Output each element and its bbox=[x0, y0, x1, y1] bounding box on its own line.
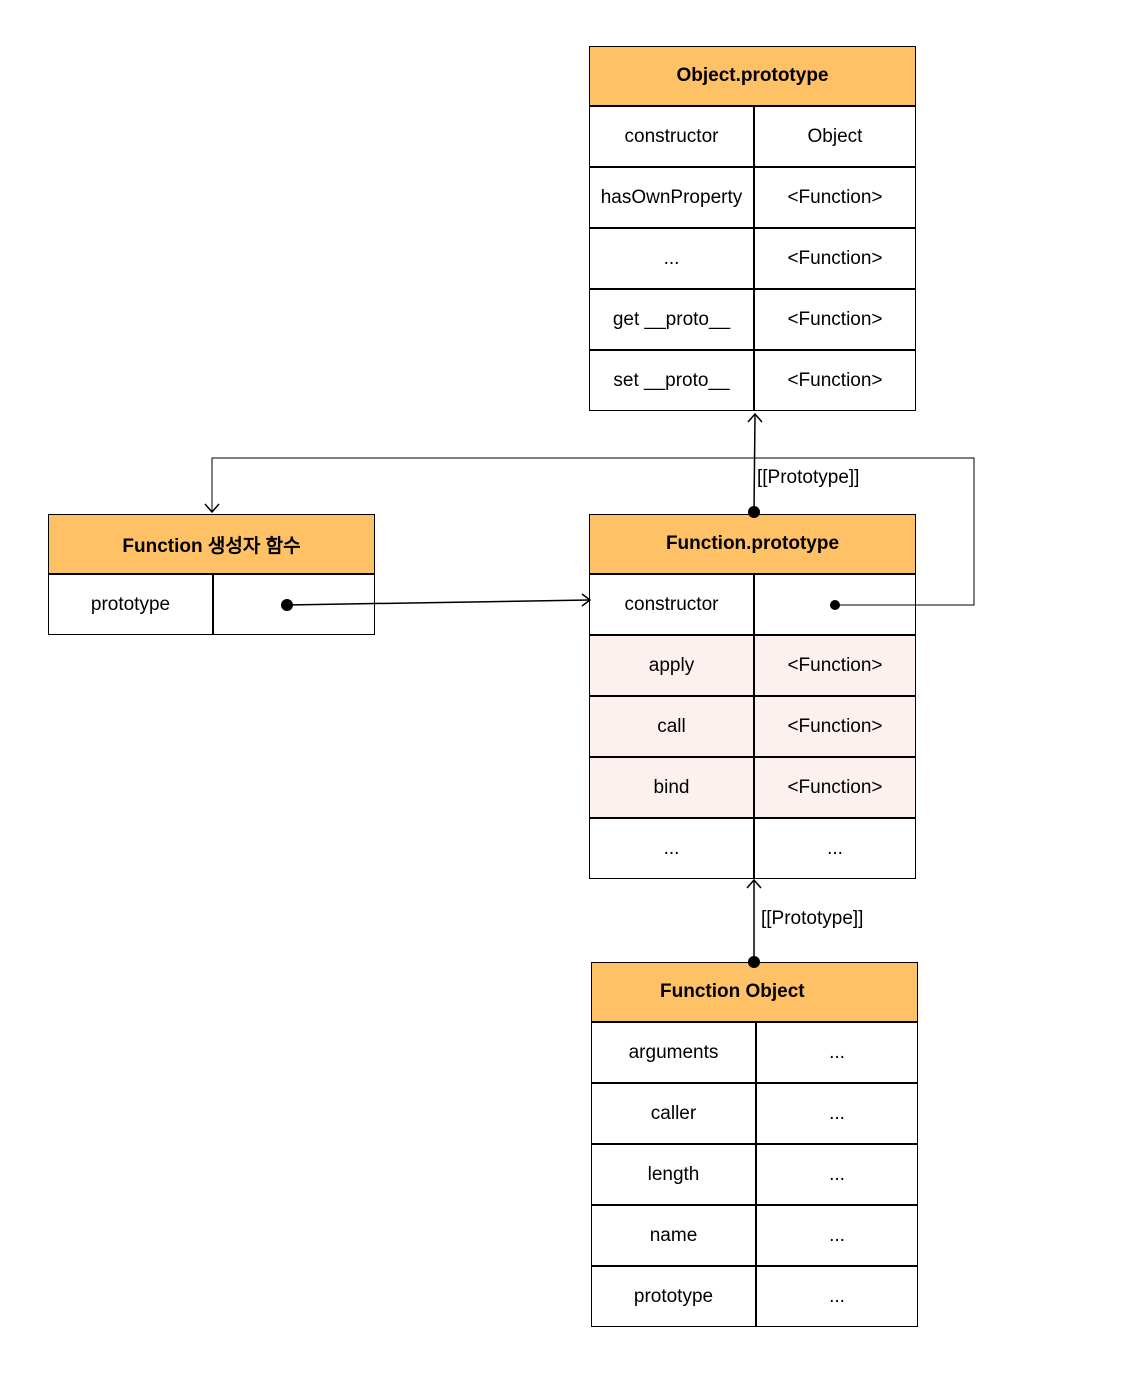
value-cell: <Function> bbox=[754, 228, 916, 289]
key-cell: set __proto__ bbox=[589, 350, 754, 411]
key-cell: apply bbox=[589, 635, 754, 696]
arrowhead-down bbox=[204, 503, 220, 514]
prototype-link-line bbox=[286, 599, 590, 606]
link-dot bbox=[748, 506, 760, 518]
value-cell: <Function> bbox=[754, 696, 916, 757]
key-cell: prototype bbox=[48, 574, 213, 635]
link-dot bbox=[748, 956, 760, 968]
table-header: Function 생성자 함수 bbox=[48, 514, 375, 574]
value-cell: <Function> bbox=[754, 289, 916, 350]
object-prototype-table: Object.prototype constructor Object hasO… bbox=[589, 46, 916, 411]
key-cell: name bbox=[591, 1205, 756, 1266]
value-cell: ... bbox=[756, 1144, 918, 1205]
function-constructor-table: Function 생성자 함수 prototype bbox=[48, 514, 375, 635]
key-cell: constructor bbox=[589, 574, 754, 635]
value-cell: ... bbox=[754, 818, 916, 879]
table-row: constructor bbox=[589, 574, 916, 635]
table-row: constructor Object bbox=[589, 106, 916, 167]
value-cell: <Function> bbox=[754, 350, 916, 411]
table-row: get __proto__ <Function> bbox=[589, 289, 916, 350]
table-header: Function.prototype bbox=[589, 514, 916, 574]
key-cell: bind bbox=[589, 757, 754, 818]
proto-link-1-line bbox=[753, 414, 756, 513]
key-cell: ... bbox=[589, 818, 754, 879]
table-row: call <Function> bbox=[589, 696, 916, 757]
table-row: prototype ... bbox=[591, 1266, 918, 1327]
table-row: caller ... bbox=[591, 1083, 918, 1144]
arrowhead-up bbox=[747, 412, 763, 423]
link-dot bbox=[830, 600, 840, 610]
proto-link-label: [[Prototype]] bbox=[757, 467, 860, 488]
table-row: name ... bbox=[591, 1205, 918, 1266]
link-dot bbox=[281, 599, 293, 611]
key-cell: caller bbox=[591, 1083, 756, 1144]
function-object-table: Function Object arguments ... caller ...… bbox=[591, 962, 918, 1327]
table-row: set __proto__ <Function> bbox=[589, 350, 916, 411]
key-cell: arguments bbox=[591, 1022, 756, 1083]
key-cell: call bbox=[589, 696, 754, 757]
value-cell: <Function> bbox=[754, 757, 916, 818]
arrowhead-up bbox=[746, 878, 762, 889]
table-row: hasOwnProperty <Function> bbox=[589, 167, 916, 228]
key-cell: hasOwnProperty bbox=[589, 167, 754, 228]
table-row: prototype bbox=[48, 574, 375, 635]
table-row: apply <Function> bbox=[589, 635, 916, 696]
table-row: ... ... bbox=[589, 818, 916, 879]
key-cell: prototype bbox=[591, 1266, 756, 1327]
value-cell: <Function> bbox=[754, 167, 916, 228]
key-cell: length bbox=[591, 1144, 756, 1205]
proto-link-label: [[Prototype]] bbox=[761, 908, 864, 929]
key-cell: constructor bbox=[589, 106, 754, 167]
arrowhead-right bbox=[581, 593, 592, 607]
table-header: Object.prototype bbox=[589, 46, 916, 106]
value-cell: Object bbox=[754, 106, 916, 167]
table-row: arguments ... bbox=[591, 1022, 918, 1083]
value-cell: ... bbox=[756, 1022, 918, 1083]
value-cell: ... bbox=[756, 1266, 918, 1327]
table-row: length ... bbox=[591, 1144, 918, 1205]
function-prototype-table: Function.prototype constructor apply <Fu… bbox=[589, 514, 916, 879]
value-cell: ... bbox=[756, 1205, 918, 1266]
table-row: ... <Function> bbox=[589, 228, 916, 289]
value-cell: ... bbox=[756, 1083, 918, 1144]
value-cell: <Function> bbox=[754, 635, 916, 696]
table-row: bind <Function> bbox=[589, 757, 916, 818]
constructor-link-line bbox=[211, 457, 975, 606]
key-cell: get __proto__ bbox=[589, 289, 754, 350]
table-header: Function Object bbox=[591, 962, 918, 1022]
key-cell: ... bbox=[589, 228, 754, 289]
